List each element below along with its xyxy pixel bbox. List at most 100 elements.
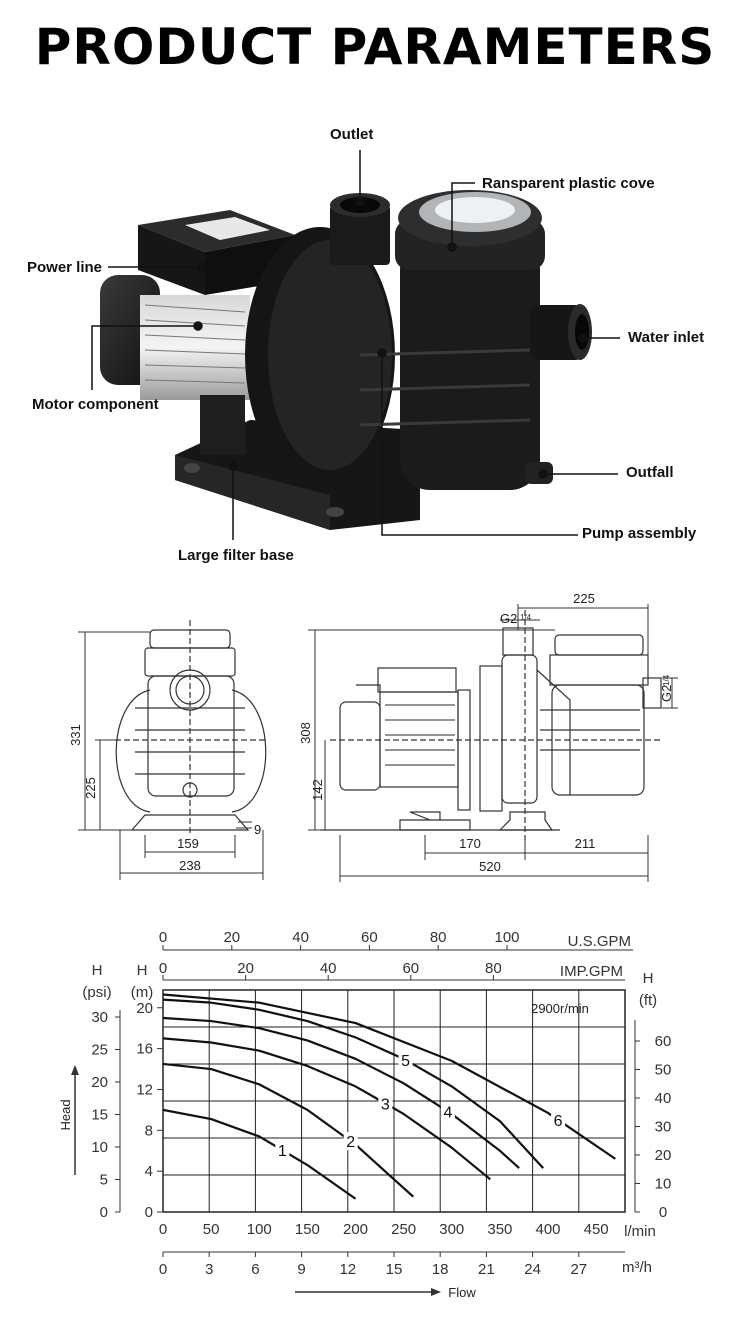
axis-unit-m: (m)	[131, 984, 154, 1001]
tick-label-lmin: 350	[487, 1221, 512, 1238]
axis-unit-psi: (psi)	[82, 984, 111, 1001]
motor-body	[100, 275, 250, 455]
tick-label-psi: 5	[100, 1172, 108, 1189]
tick-label-us-gpm: 40	[292, 929, 309, 946]
axis-label-m3h: m³/h	[622, 1259, 652, 1276]
tick-label-lmin: 400	[535, 1221, 560, 1238]
series-label-bg-6	[551, 1110, 566, 1129]
tick-label-psi: 10	[91, 1139, 108, 1156]
tick-label-psi: 20	[91, 1074, 108, 1091]
series-line-1	[162, 1108, 357, 1200]
tick-label-us-gpm: 60	[361, 929, 378, 946]
tick-label-m: 12	[136, 1081, 153, 1098]
tick-label-imp-gpm: 0	[159, 960, 167, 977]
dim-thread-top: G2	[500, 611, 517, 626]
tick-label-lmin: 50	[203, 1221, 220, 1238]
tick-label-m: 16	[136, 1041, 153, 1058]
series-label-2: 2	[346, 1134, 355, 1151]
dim-thread-top-frac: 1/4	[520, 613, 532, 622]
series-line-4	[162, 1016, 520, 1169]
tick-label-psi: 15	[91, 1107, 108, 1124]
dim-170: 170	[459, 836, 481, 851]
tick-label-lmin: 450	[584, 1221, 609, 1238]
dim-thread-side: G2	[659, 685, 674, 702]
axis-unit-ft: (ft)	[639, 992, 657, 1009]
tick-label-ft: 60	[655, 1033, 672, 1050]
series-label-bg-1	[275, 1141, 290, 1160]
label-pump-assembly: Pump assembly	[582, 525, 697, 542]
axis-label-us-gpm: U.S.GPM	[568, 933, 631, 950]
label-outfall: Outfall	[626, 464, 674, 481]
front-view-outline	[115, 620, 267, 835]
label-motor: Motor component	[32, 396, 159, 413]
tick-label-lmin: 300	[439, 1221, 464, 1238]
tick-label-us-gpm: 0	[159, 929, 167, 946]
tick-label-m3h: 24	[524, 1261, 541, 1278]
tick-label-lmin: 100	[247, 1221, 272, 1238]
label-cover: Ransparent plastic cove	[482, 175, 655, 192]
tick-label-m: 20	[136, 1000, 153, 1017]
tick-label-imp-gpm: 60	[402, 960, 419, 977]
chart-annotation-speed: 2900r/min	[531, 1001, 589, 1016]
dimension-lines	[78, 604, 678, 882]
tick-label-m3h: 18	[432, 1261, 449, 1278]
dim-225-side: 225	[573, 591, 595, 606]
tick-label-psi: 25	[91, 1042, 108, 1059]
tick-label-m3h: 21	[478, 1261, 495, 1278]
tick-label-m3h: 12	[339, 1261, 356, 1278]
chart-ylabel: Head	[58, 1099, 73, 1130]
tick-label-m3h: 6	[251, 1261, 259, 1278]
label-outlet: Outlet	[330, 126, 374, 143]
dim-225-front: 225	[83, 777, 98, 799]
tick-label-ft: 30	[655, 1119, 672, 1136]
tick-label-m: 8	[145, 1122, 153, 1139]
tick-label-lmin: 250	[391, 1221, 416, 1238]
head-arrowhead	[71, 1065, 79, 1075]
tick-label-m3h: 15	[386, 1261, 403, 1278]
flow-arrowhead	[431, 1288, 441, 1296]
dim-211: 211	[575, 836, 596, 851]
series-label-1: 1	[278, 1143, 287, 1160]
pump-illustration	[91, 150, 620, 540]
dimension-drawings: 331 225 159 238 9 308 142 225 G2 1/4 G2 …	[68, 591, 678, 882]
dim-308: 308	[298, 722, 313, 744]
axis-title-m: H	[137, 962, 148, 979]
tick-label-m: 0	[145, 1204, 153, 1221]
callout-leaders	[91, 150, 620, 540]
tick-label-imp-gpm: 40	[320, 960, 337, 977]
chart-grid	[162, 989, 626, 1213]
axis-label-lmin: l/min	[624, 1223, 656, 1240]
strainer-housing	[359, 190, 592, 490]
dimension-labels: 331 225 159 238 9 308 142 225 G2 1/4 G2 …	[68, 591, 674, 874]
tick-label-m3h: 0	[159, 1261, 167, 1278]
tick-label-lmin: 0	[159, 1221, 167, 1238]
page-title: PRODUCT PARAMETERS	[34, 18, 716, 76]
series-line-2	[162, 1062, 414, 1198]
series-label-6: 6	[554, 1113, 563, 1130]
tick-label-imp-gpm: 20	[237, 960, 254, 977]
tick-label-us-gpm: 80	[430, 929, 447, 946]
pump-volute	[245, 193, 395, 483]
tick-label-m3h: 3	[205, 1261, 213, 1278]
dim-520: 520	[479, 859, 501, 874]
tick-label-m3h: 27	[570, 1261, 587, 1278]
dim-331: 331	[68, 724, 83, 746]
tick-label-ft: 0	[659, 1204, 667, 1221]
chart-xlabel: Flow	[448, 1285, 476, 1300]
series-label-3: 3	[381, 1096, 390, 1113]
tick-label-lmin: 150	[295, 1221, 320, 1238]
dim-142: 142	[310, 779, 325, 801]
series-label-5: 5	[401, 1053, 410, 1070]
label-power-line: Power line	[27, 259, 103, 276]
label-filter-base: Large filter base	[178, 547, 294, 564]
tick-label-ft: 20	[655, 1147, 672, 1164]
label-water-inlet: Water inlet	[628, 329, 705, 346]
tick-label-ft: 50	[655, 1062, 672, 1079]
series-label-bg-2	[343, 1132, 358, 1151]
series-label-bg-5	[398, 1050, 413, 1069]
axis-title-ft: H	[643, 970, 654, 987]
axis-title-psi: H	[92, 962, 103, 979]
